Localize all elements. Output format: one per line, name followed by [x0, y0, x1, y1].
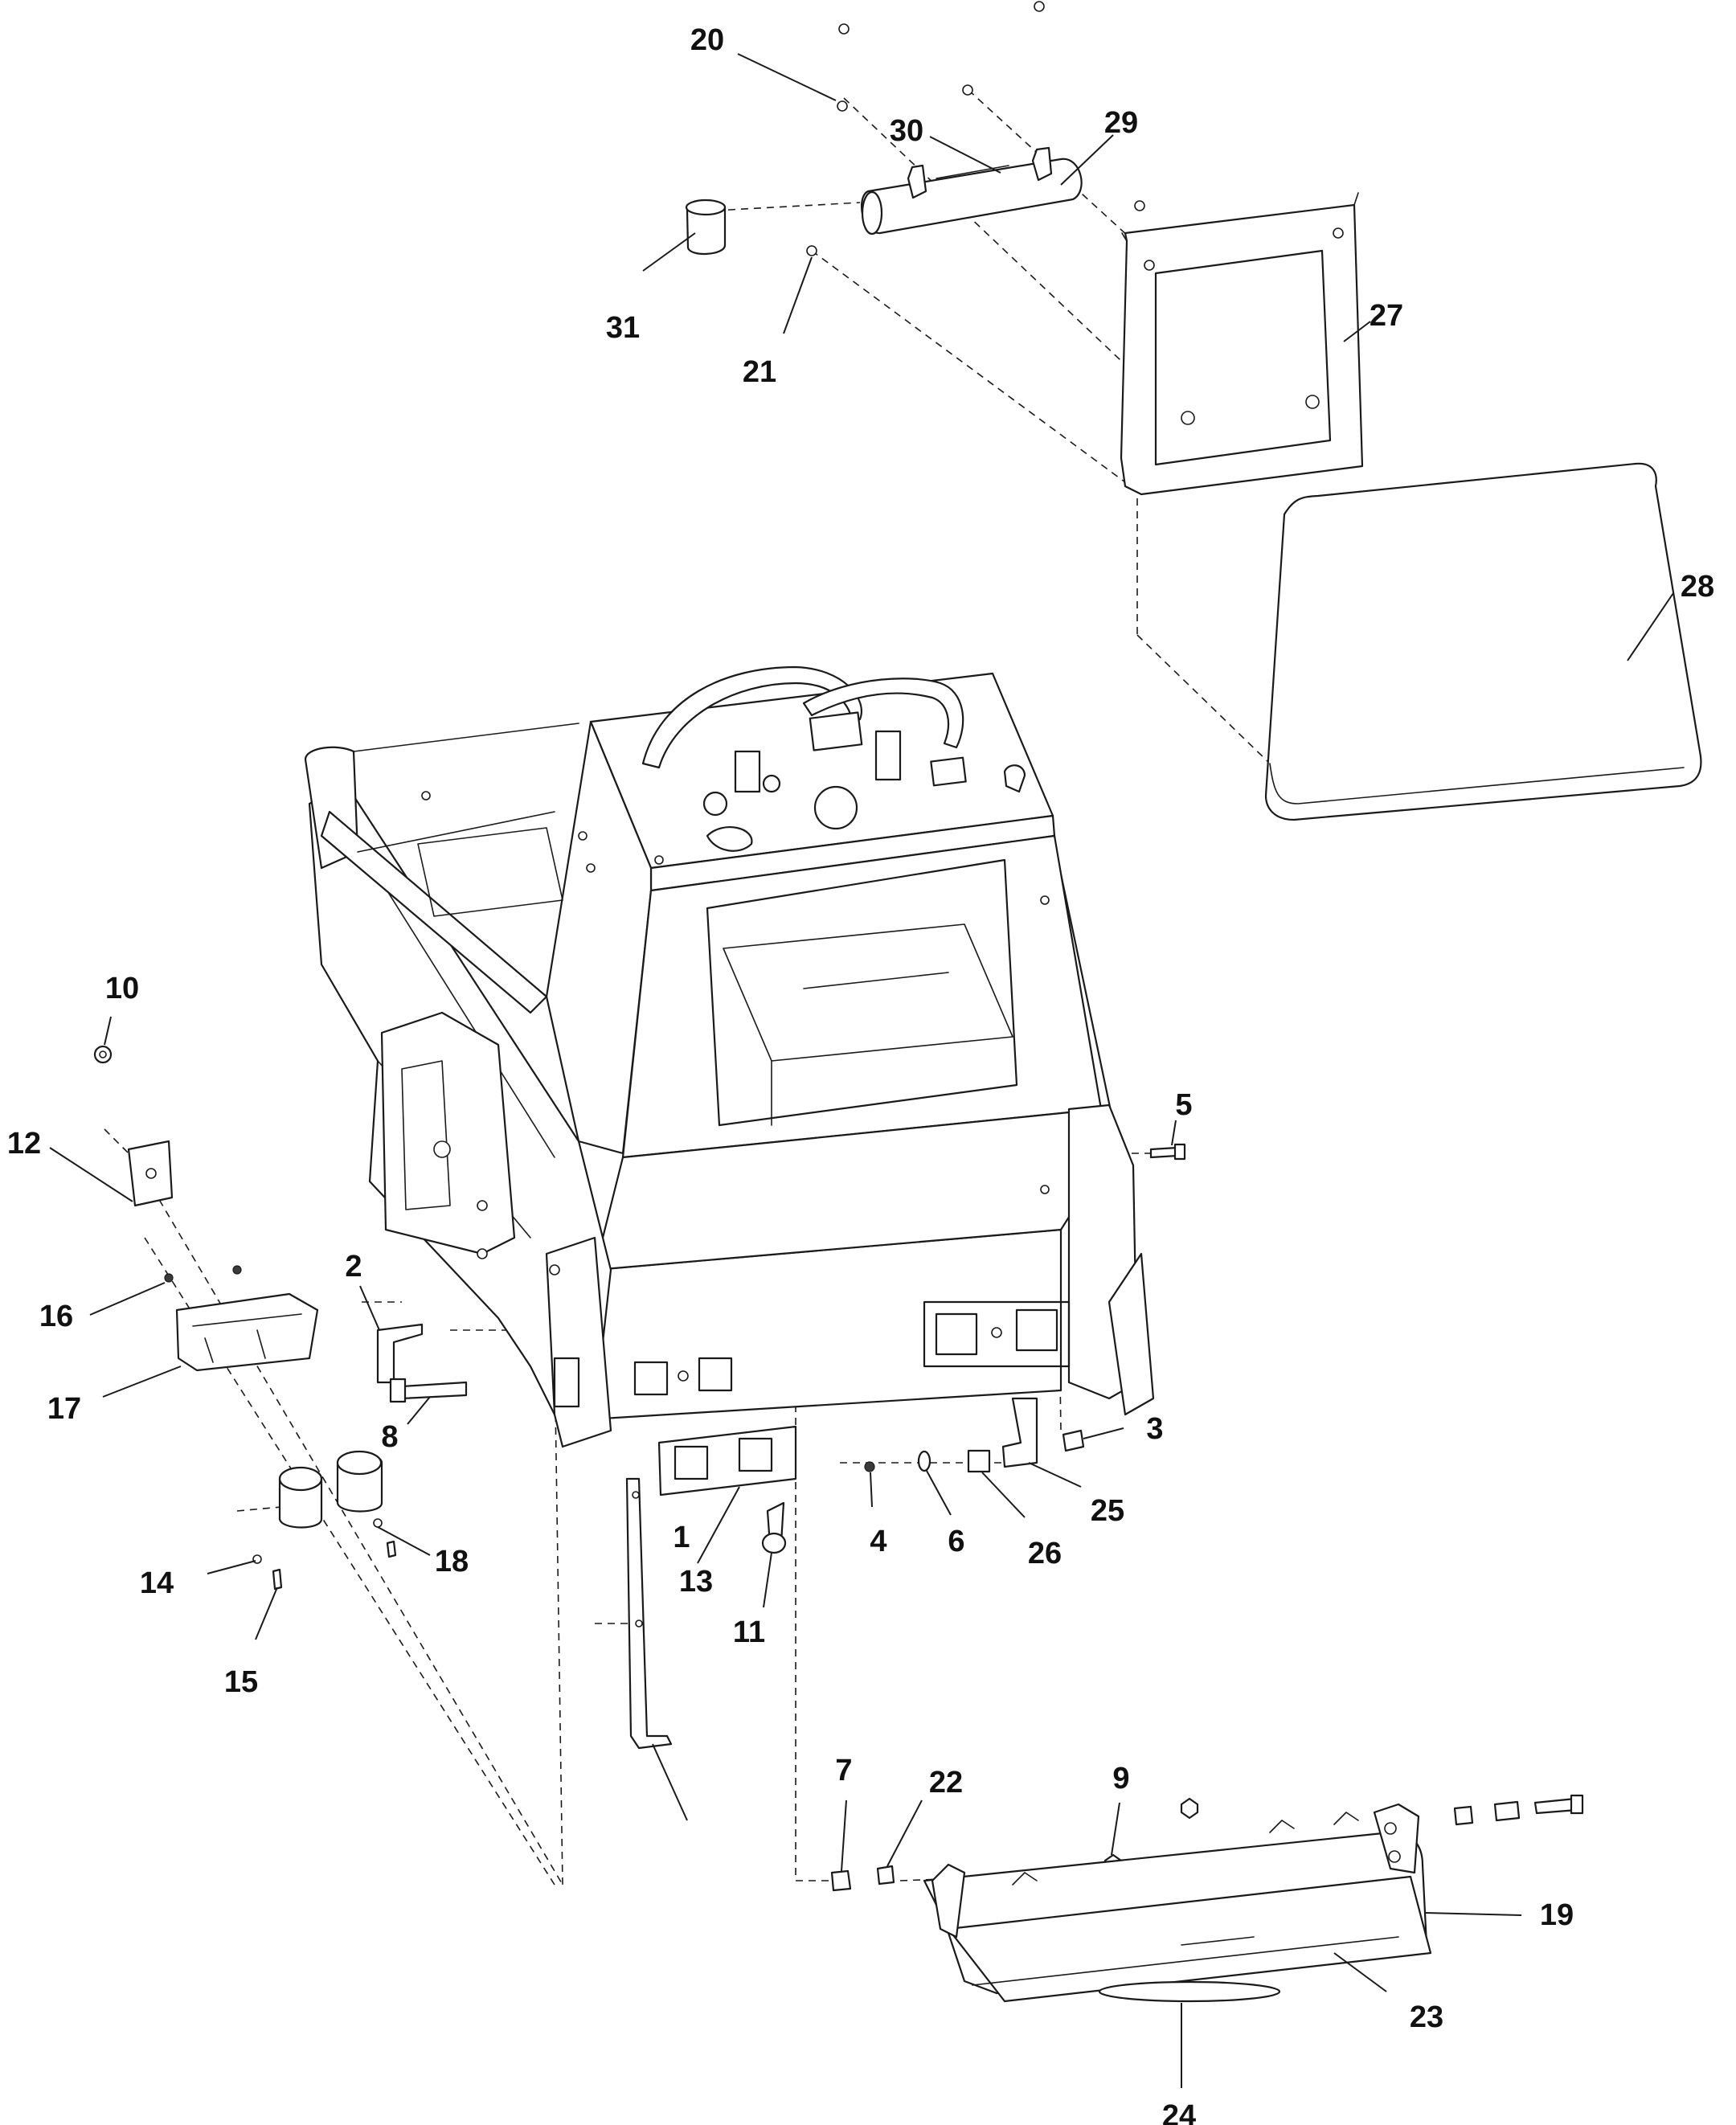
callout-31: 31	[606, 311, 640, 345]
gasket	[1098, 1980, 1281, 2003]
callout-12: 12	[7, 1127, 41, 1161]
callout-30: 30	[890, 114, 923, 148]
seat-pad	[1264, 462, 1702, 821]
callout-10: 10	[105, 972, 139, 1005]
callout-8: 8	[381, 1420, 398, 1454]
callout-13: 13	[679, 1565, 713, 1599]
callout-26: 26	[1028, 1537, 1062, 1570]
callout-labels: 1 2 3 4 5 6 7 8 9 10 11 12 13 14 15 16 1…	[7, 23, 1714, 2125]
callout-22: 22	[929, 1766, 963, 1799]
callout-25: 25	[1091, 1494, 1124, 1528]
handle-end-cap	[685, 199, 727, 256]
leader-lines	[49, 53, 1674, 2088]
callout-2: 2	[345, 1250, 362, 1284]
callout-15: 15	[224, 1665, 258, 1699]
callout-1: 1	[673, 1521, 690, 1554]
foot-platform	[923, 1803, 1432, 2003]
callout-20: 20	[690, 23, 724, 57]
mounting-bracket-frame	[1120, 192, 1364, 496]
callout-24: 24	[1162, 2099, 1196, 2125]
callout-6: 6	[948, 1525, 964, 1558]
callout-4: 4	[870, 1525, 886, 1558]
callout-27: 27	[1370, 299, 1403, 333]
callout-9: 9	[1112, 1762, 1129, 1795]
callout-3: 3	[1146, 1412, 1163, 1446]
callout-17: 17	[47, 1392, 81, 1426]
callout-11: 11	[733, 1615, 765, 1649]
callout-29: 29	[1104, 106, 1138, 140]
callout-21: 21	[743, 355, 776, 389]
small-screws	[806, 1, 1145, 256]
callout-19: 19	[1540, 1898, 1574, 1932]
main-chassis-frame	[304, 665, 1155, 1448]
handle-grip-tube	[861, 146, 1083, 235]
callout-7: 7	[835, 1754, 852, 1787]
callout-18: 18	[435, 1545, 469, 1578]
callout-14: 14	[140, 1566, 174, 1600]
callout-23: 23	[1410, 2000, 1443, 2034]
callout-28: 28	[1681, 570, 1714, 604]
callout-5: 5	[1175, 1088, 1192, 1122]
callout-16: 16	[39, 1300, 73, 1333]
